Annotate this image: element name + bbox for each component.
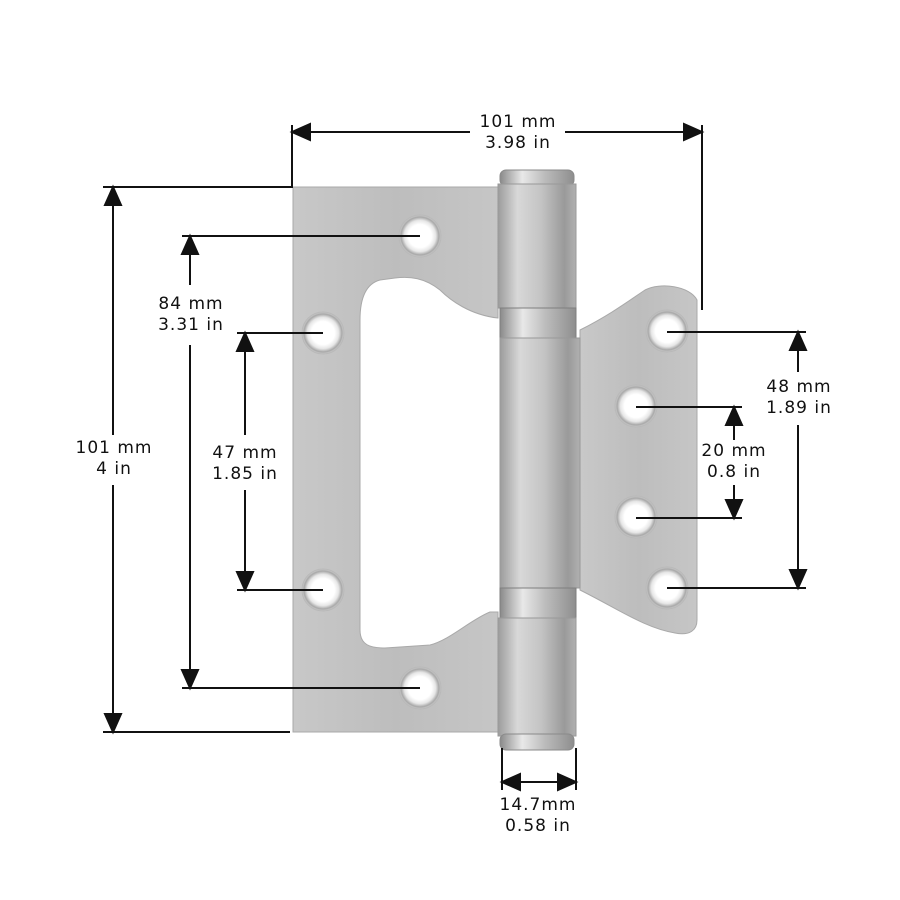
label-overall-width: 101 mm 3.98 in	[472, 112, 564, 154]
label-overall-height: 101 mm 4 in	[70, 438, 158, 480]
label-knuckle-diameter: 14.7mm 0.58 in	[494, 795, 582, 837]
right-leaf	[579, 285, 698, 635]
hinge-barrel	[497, 169, 581, 751]
dimension-lines	[103, 122, 808, 792]
label-left-inner-spacing: 47 mm 1.85 in	[202, 443, 288, 485]
label-left-outer-spacing: 84 mm 3.31 in	[148, 294, 234, 336]
label-right-inner-spacing: 20 mm 0.8 in	[698, 441, 770, 483]
left-leaf	[292, 186, 499, 733]
label-right-outer-spacing: 48 mm 1.89 in	[756, 377, 842, 419]
